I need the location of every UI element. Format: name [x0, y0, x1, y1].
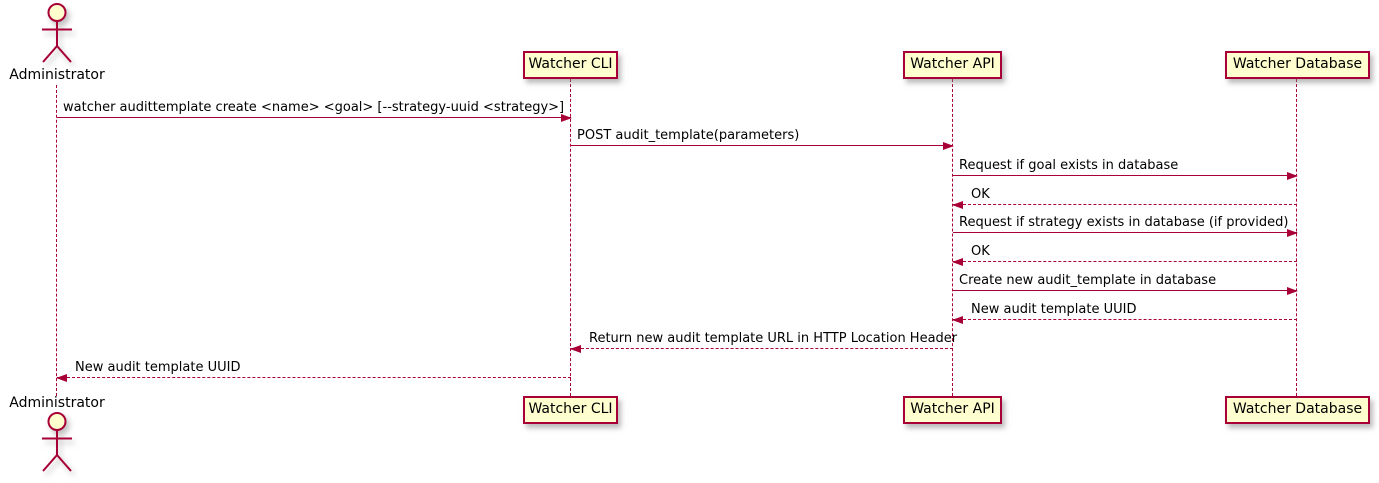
participant-watcher-database-top: Watcher Database [1225, 51, 1370, 79]
arrowhead-icon [561, 114, 572, 122]
message-line [953, 204, 1297, 205]
message-label: New audit template UUID [75, 360, 241, 375]
arrowhead-icon [952, 258, 963, 266]
lifeline-watcher-api [952, 79, 953, 396]
message-line [571, 348, 953, 349]
lifeline-watcher-database [1296, 79, 1297, 396]
message-line [57, 377, 571, 378]
participant-watcher-api-bottom: Watcher API [903, 396, 1002, 424]
actor-icon [42, 412, 72, 472]
message-line [953, 319, 1297, 320]
arrowhead-icon [570, 345, 581, 353]
message-new-uuid-from-db: New audit template UUID [952, 301, 1297, 324]
message-line [571, 145, 953, 146]
message-return-url-location-header: Return new audit template URL in HTTP Lo… [570, 330, 957, 353]
arrowhead-icon [952, 201, 963, 209]
actor-icon [42, 3, 72, 63]
participant-watcher-cli-top: Watcher CLI [523, 51, 618, 79]
message-label: Create new audit_template in database [959, 273, 1217, 288]
message-label: OK [971, 187, 990, 202]
message-line [953, 175, 1297, 176]
arrowhead-icon [943, 142, 954, 150]
message-line [953, 232, 1297, 233]
actor-label: Administrator [9, 67, 105, 83]
lifeline-watcher-cli [570, 79, 571, 396]
arrowhead-icon [1287, 287, 1298, 295]
message-goal-ok: OK [952, 186, 1297, 209]
message-label: POST audit_template(parameters) [577, 128, 800, 143]
message-create-audit-template-db: Create new audit_template in database [953, 272, 1298, 295]
arrowhead-icon [952, 316, 963, 324]
message-line [953, 261, 1297, 262]
message-label: Request if strategy exists in database (… [959, 215, 1289, 230]
message-request-goal-exists: Request if goal exists in database [953, 157, 1298, 180]
message-new-uuid-to-admin: New audit template UUID [56, 359, 571, 382]
message-label: New audit template UUID [971, 302, 1137, 317]
message-line [953, 290, 1297, 291]
arrowhead-icon [56, 374, 67, 382]
participant-watcher-cli-bottom: Watcher CLI [523, 396, 618, 424]
message-strategy-ok: OK [952, 243, 1297, 266]
message-line [57, 117, 571, 118]
participant-watcher-api-top: Watcher API [903, 51, 1002, 79]
message-create-audittemplate: watcher audittemplate create <name> <goa… [57, 99, 572, 122]
message-request-strategy-exists: Request if strategy exists in database (… [953, 214, 1298, 237]
message-label: Request if goal exists in database [959, 158, 1179, 173]
message-label: OK [971, 244, 990, 259]
participant-watcher-database-bottom: Watcher Database [1225, 396, 1370, 424]
actor-label: Administrator [9, 395, 105, 411]
message-label: watcher audittemplate create <name> <goa… [63, 100, 565, 115]
message-label: Return new audit template URL in HTTP Lo… [589, 331, 958, 346]
lifeline-administrator [56, 85, 57, 396]
arrowhead-icon [1287, 172, 1298, 180]
arrowhead-icon [1287, 229, 1298, 237]
message-post-audit-template: POST audit_template(parameters) [571, 127, 954, 150]
